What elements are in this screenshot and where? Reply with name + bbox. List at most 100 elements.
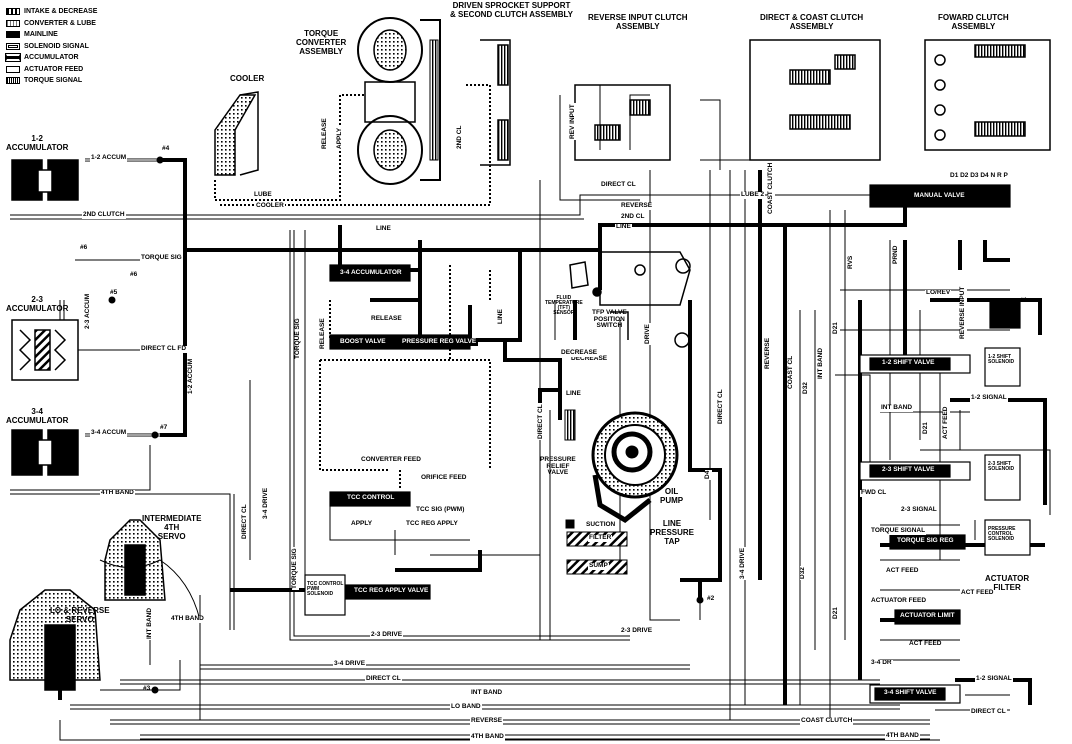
circuit-label-34-drive: 3-4 DRIVE [333,660,367,668]
shift-valve-12-label: 1-2 SHIFT VALVE [880,359,937,367]
lo-rev-servo-title: LO & REVERSE SERVO [50,606,110,624]
circuit-label-d32-vert-b: D32 [799,566,807,580]
circuit-label-reverse-b: REVERSE [470,717,504,725]
legend-swatch [5,53,21,63]
circuit-label-34-dr: 3-4 DR [870,659,893,667]
tcc-solenoid-label: TCC CONTROL PWM SOLENOID [307,581,344,597]
thin-circuits [10,84,1051,741]
circuit-label-direct-cl-vert-b: DIRECT CL [537,403,545,440]
circuit-label-converter-feed: CONVERTER FEED [360,456,422,464]
legend-solenoid: SOLENOID SIGNAL [6,41,97,53]
legend-torque: TORQUE SIGNAL [6,75,97,87]
circuit-label-int-band-b: INT BAND [880,404,914,412]
circuit-label-act-feed-c: ACT FEED [908,640,943,648]
checkball-7-label: #7 [160,424,168,431]
reverse-input-title: REVERSE INPUT CLUTCH ASSEMBLY [588,13,688,31]
circuit-label-coast-clutch: COAST CLUTCH [800,717,854,725]
circuit-label-tcc-sig: TCC SIG (PWM) [415,506,466,514]
circuit-label-2nd-cl-vert: 2ND CL [456,124,464,150]
circuit-label-torque-sig-vert-b: TORQUE SIG [294,317,302,360]
circuit-label-apply-vert: APPLY [336,126,344,150]
checkball-3-label: #3 [143,685,151,692]
legend-swatch [6,42,20,50]
circuit-label-cooler: COOLER [255,202,285,210]
pressure-relief-title: PRESSURE RELIEF VALVE [540,456,576,476]
circuit-label-int-band-vert: INT BAND [817,346,825,380]
actuator-filter-title: ACTUATOR FILTER [985,574,1030,592]
circuit-label-2nd-clutch: 2ND CLUTCH [82,211,126,219]
circuit-label-release-vert-b: RELEASE [321,117,329,150]
checkball-4-label: #4 [162,145,170,152]
circuit-label-decrease-b: DECREASE [560,349,599,357]
circuit-label-decrease: DECREASE [570,355,609,363]
driven-sprocket-title: DRIVEN SPROCKET SUPPORT & SECOND CLUTCH … [450,1,573,19]
cooler-drawing [214,91,259,176]
circuit-label-line-b: LINE [565,390,582,398]
circuit-label-23-drive-b: 2-3 DRIVE [620,627,654,635]
circuit-label-acc23-vert: 2-3 ACCUM [84,292,92,330]
legend-swatch [6,77,20,85]
checkball-1-label: #1 [1020,297,1028,304]
circuit-label-line: LINE [615,223,632,231]
cooler-title: COOLER [230,74,265,83]
circuit-label-2nd-cl: 2ND CL [620,213,646,221]
circuit-label-drive-vert: DRIVE [644,323,652,345]
circuit-label-filter: FILTER [588,534,613,542]
circuit-label-line-c: LINE [375,225,392,233]
oil-pump-title: OIL PUMP [660,487,684,505]
circuit-label-release: RELEASE [370,315,403,323]
accumulator-valve-label: 3-4 ACCUMULATOR [338,269,404,277]
legend-label: INTAKE & DECREASE [24,8,98,16]
torque-converter-title: TORQUE CONVERTER ASSEMBLY [296,29,347,56]
circuit-label-lube2: LUBE 2 [740,191,766,199]
circuit-label-23-signal: 2-3 SIGNAL [900,506,938,514]
pcs-solenoid-label: PRESSURE CONTROL SOLENOID [988,526,1016,542]
circuit-label-coast-clutch-vert: COAST CLUTCH [767,161,775,215]
circuit-label-d21-vert-c: D21 [922,421,930,435]
circuit-label-23-drive: 2-3 DRIVE [370,631,404,639]
int-servo-title: INTERMEDIATE 4TH SERVO [142,514,202,541]
torque-sig-reg-label: TORQUE SIG REG [895,537,956,545]
circuit-label-apply: APPLY [350,520,374,528]
circuit-label-d21-vert-b: D21 [832,606,840,620]
circuit-label-rev-input-vert-b: REVERSE INPUT [959,285,967,340]
accumulator-34-title: 3-4 ACCUMULATOR [6,407,69,425]
circuit-label-sump: SUMP [588,562,609,570]
circuit-label-fwd-cl: FWD CL [860,489,888,497]
direct-coast-title: DIRECT & COAST CLUTCH ASSEMBLY [760,13,864,31]
circuit-label-d21-vert: D21 [832,321,840,335]
legend-swatch [6,31,20,39]
circuit-label-torque-sig: TORQUE SIG [140,254,183,262]
fluid-temp-title: FLUID TEMPERATURE (TFT) SENSOR [545,295,583,316]
pressure-reg-valve-label: PRESSURE REG VALVE [400,338,479,346]
circuit-label-34-drive-vert-b: 3-4 DRIVE [739,546,747,580]
circuit-label-direct-cl-vert-c: DIRECT CL [717,388,725,425]
legend-converter: CONVERTER & LUBE [6,18,97,30]
legend-accumulator: ACCUMULATOR [5,52,97,64]
shift-valve-23-label: 2-3 SHIFT VALVE [880,466,937,474]
torque-converter-drawing [357,17,441,185]
tcc-control-label: TCC CONTROL [345,494,397,502]
circuit-label-release-vert: RELEASE [319,317,327,350]
circuit-label-4th-band-b: 4TH BAND [470,733,505,741]
circuit-label-act-feed: ACT FEED [885,567,920,575]
actuator-limit-label: ACTUATOR LIMIT [898,612,957,620]
tfp-switch-drawing [569,251,691,348]
checkball-6b-label: #6 [130,271,138,278]
converter-lube-circuits [214,84,491,490]
circuit-label-direct-cl-b: DIRECT CL [365,675,402,683]
circuit-label-coast-cl-vert: COAST CL [787,354,795,390]
circuit-label-reverse-vert: REVERSE [764,336,772,370]
circuit-label-12-signal-b: 1-2 SIGNAL [975,675,1013,683]
accumulator-12-title: 1-2 ACCUMULATOR [6,134,69,152]
legend-intake: INTAKE & DECREASE [6,6,97,18]
circuit-label-torque-sig-vert: TORQUE SIG [291,547,299,590]
circuit-label-4th-band-d: 4TH BAND [170,615,205,623]
circuit-label-4th-band-c: 4TH BAND [885,732,920,740]
accumulators [11,159,79,476]
legend-label: ACCUMULATOR [24,54,79,62]
circuit-label-d4-vert: D4 [704,469,712,480]
circuit-label-direct-cl-vert: DIRECT CL [241,503,249,540]
